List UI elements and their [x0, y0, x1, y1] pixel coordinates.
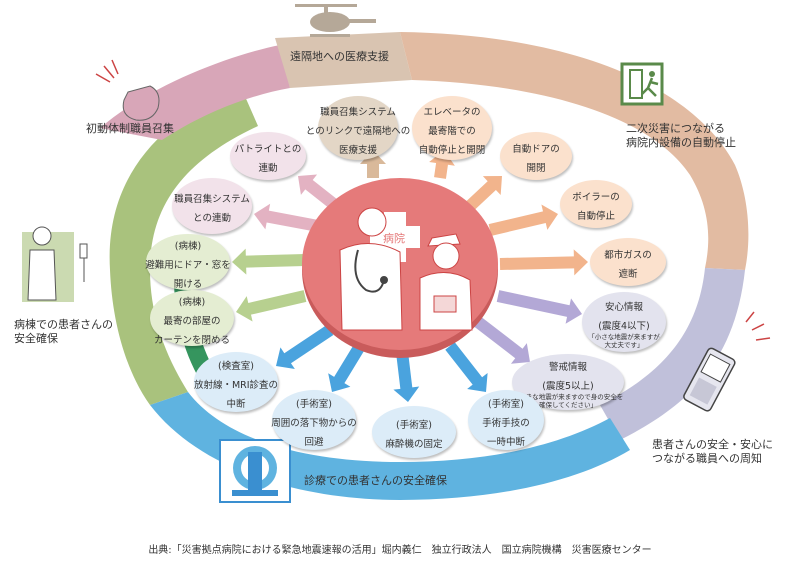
node-text: 警戒情報 (震度5以上) [542, 362, 594, 392]
ring-label-staff-notice: 患者さんの安全・安心に つながる職員への周知 [652, 438, 773, 465]
arrow-1 [298, 174, 340, 211]
arrow-9 [496, 290, 582, 324]
node-text: (手術室) 周囲の落下物からの 回避 [271, 398, 357, 448]
arrow-2 [254, 203, 320, 232]
node-text: (手術室) 手術手技の 一時中断 [482, 398, 530, 448]
ring-segment-left [109, 85, 258, 405]
patient-bed-icon [22, 226, 88, 302]
node-text: (病棟) 最寄の部屋の カーテンを閉める [153, 296, 230, 346]
ring-segment-lilac [600, 268, 745, 440]
stethoscope-icon [354, 249, 388, 293]
hospital-label: 病院 [383, 232, 405, 245]
node-14: (手術室) 手術手技の 一時中断 [468, 390, 544, 450]
node-text: 自動ドアの 開閉 [512, 144, 560, 174]
node-1: パトライトとの 連動 [230, 132, 306, 180]
node-6: 自動ドアの 開閉 [500, 132, 572, 180]
source-caption: 出典:「災害拠点病院における緊急地震速報の活用」堀内義仁 独立行政法人 国立病院… [148, 545, 652, 556]
node-text: ボイラーの 自動停止 [572, 192, 620, 222]
helicopter-icon [295, 4, 376, 37]
node-text: パトライトとの 連動 [234, 144, 302, 174]
ring-label-ward-safety: 病棟での患者さんの 安全確保 [14, 318, 113, 345]
node-text: (手術室) 麻酔機の固定 [385, 420, 443, 450]
node-text: (病棟) 避難用にドア・窓を 開ける [145, 240, 231, 290]
arrow-14 [445, 342, 488, 392]
whistle-icon [95, 59, 160, 121]
arrow-4 [236, 290, 307, 322]
ring-label-auto-stop: 二次災害につながる 病院内設備の自動停止 [626, 122, 736, 149]
arrow-3 [232, 248, 306, 275]
ring-label-remote-support: 遠隔地への医療支援 [290, 50, 389, 63]
node-text: 職員召集システム との連動 [174, 194, 250, 224]
arrow-13 [393, 351, 420, 402]
node-text: 安心情報 (震度4以下) [598, 302, 650, 332]
arrow-6 [465, 176, 502, 211]
node-text: (検査室) 放射線・MRI診査の 中断 [193, 360, 279, 410]
node-5: エレベータの 最寄階での 自動停止と開閉 [412, 96, 492, 160]
node-subtext: 「小さな地震が来ますが 大丈夫です」 [588, 333, 660, 349]
node-text: 職員召集システム とのリンクで遠隔地への 医療支援 [305, 106, 411, 156]
node-text: エレベータの 最寄階での 自動停止と開閉 [418, 106, 486, 156]
arrow-11 [276, 325, 334, 370]
node-9: 安心情報 (震度4以下)「小さな地震が来ますが 大丈夫です」 [582, 292, 666, 352]
ring-segment-tan [400, 32, 749, 270]
node-13: (手術室) 麻酔機の固定 [372, 406, 456, 458]
ring-label-initial-staff-call: 初動体制職員召集 [86, 122, 174, 135]
arrow-7 [488, 204, 558, 236]
node-subtext: 「大きな地震が来ますので身の安全を 確保してください」 [512, 393, 624, 409]
mobile-phone-icon [683, 311, 771, 412]
node-text: 都市ガスの 遮断 [604, 250, 652, 280]
node-8: 都市ガスの 遮断 [590, 238, 666, 286]
node-11: (検査室) 放射線・MRI診査の 中断 [194, 352, 278, 412]
arrow-8 [499, 249, 588, 276]
node-10: 警戒情報 (震度5以上)「大きな地震が来ますので身の安全を 確保してください」 [512, 354, 624, 410]
arrows-layer [232, 150, 588, 402]
ring-segment-top [275, 32, 412, 88]
node-4: (病棟) 最寄の部屋の カーテンを閉める [150, 290, 234, 346]
arrow-12 [328, 342, 366, 392]
exit-sign-icon [620, 62, 664, 106]
node-12: (手術室) 周囲の落下物からの 回避 [271, 390, 357, 450]
node-0: 職員召集システム とのリンクで遠隔地への 医療支援 [306, 96, 410, 160]
node-7: ボイラーの 自動停止 [560, 180, 632, 228]
node-3: (病棟) 避難用にドア・窓を 開ける [145, 234, 231, 290]
ring-label-diagnosis-safety: 診療での患者さんの安全確保 [304, 474, 447, 487]
nurse-icon [419, 233, 473, 331]
mri-scanner-icon [219, 439, 291, 503]
node-2: 職員召集システム との連動 [172, 178, 252, 234]
arrow-10 [474, 317, 530, 364]
